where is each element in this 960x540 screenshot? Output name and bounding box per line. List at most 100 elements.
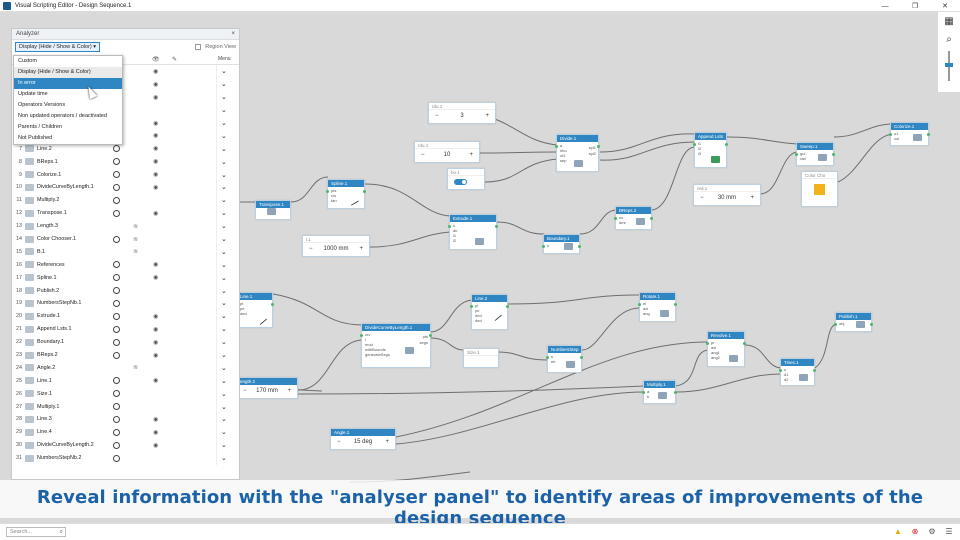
decrement-button[interactable]: − xyxy=(421,152,425,158)
port-label[interactable]: s xyxy=(547,243,549,248)
chevron-down-icon[interactable]: ⌄ xyxy=(221,442,227,450)
input-port[interactable] xyxy=(795,153,798,156)
operator-name[interactable]: Line.1 xyxy=(37,377,52,384)
chevron-down-icon[interactable]: ⌄ xyxy=(221,390,227,398)
node-value[interactable]: 1000 mm xyxy=(323,246,349,252)
minimize-button[interactable]: — xyxy=(881,2,889,10)
operator-name[interactable]: Length.3 xyxy=(37,223,58,230)
visibility-icon[interactable]: ◉ xyxy=(153,184,159,191)
port-label[interactable]: l3 xyxy=(698,151,702,156)
chevron-down-icon[interactable]: ⌄ xyxy=(221,210,227,218)
port-label[interactable]: ang1 xyxy=(711,350,720,355)
port-label[interactable]: obj xyxy=(839,321,845,326)
operator-name[interactable]: B.1 xyxy=(37,248,46,255)
port-label[interactable]: l xyxy=(365,337,366,342)
visibility-icon[interactable]: ◉ xyxy=(153,146,159,153)
operator-name[interactable]: NumbersStepNb.2 xyxy=(37,455,82,462)
output-port[interactable] xyxy=(927,133,930,136)
table-row[interactable]: ◉⌄ xyxy=(12,65,239,78)
operator-name[interactable]: Colorize.1 xyxy=(37,171,62,178)
output-port[interactable] xyxy=(650,217,653,220)
error-icon[interactable]: ⊗ xyxy=(911,527,919,536)
output-port[interactable] xyxy=(813,369,816,372)
dropdown-option[interactable]: Update time xyxy=(18,91,48,97)
port-label[interactable]: pe xyxy=(240,306,245,311)
operator-name[interactable]: Multiply.1 xyxy=(37,403,60,410)
display-mode-select[interactable]: Display (Hide / Show & Color) ▾ xyxy=(15,42,101,52)
port-label[interactable]: ang xyxy=(643,311,650,316)
input-port[interactable] xyxy=(546,356,549,359)
dropdown-option[interactable]: Non updated operators / deactivated xyxy=(18,113,107,119)
port-label[interactable]: nbu xyxy=(560,148,567,153)
operator-name[interactable]: Transpose.1 xyxy=(37,210,67,217)
input-port[interactable] xyxy=(542,245,545,248)
increment-button[interactable]: + xyxy=(385,439,389,445)
input-port[interactable] xyxy=(614,217,617,220)
node-value[interactable]: 3 xyxy=(460,113,464,119)
operator-name[interactable]: DivideCurveByLength.2 xyxy=(37,442,94,449)
output-port[interactable] xyxy=(725,143,728,146)
dropdown-option[interactable]: In error xyxy=(14,78,122,89)
operator-name[interactable]: BReps.2 xyxy=(37,352,58,359)
region-view-checkbox[interactable] xyxy=(195,44,202,50)
input-port[interactable] xyxy=(642,391,645,394)
port-label[interactable]: b xyxy=(647,394,650,399)
output-port[interactable] xyxy=(429,334,432,337)
visibility-icon[interactable]: ◉ xyxy=(153,339,159,346)
table-row[interactable]: ◉⌄ xyxy=(12,90,239,104)
node-value[interactable]: 15 deg xyxy=(353,439,373,445)
port-label[interactable]: l2 xyxy=(453,238,457,243)
output-port[interactable] xyxy=(597,145,600,148)
chevron-down-icon[interactable]: ⌄ xyxy=(221,364,227,372)
input-port[interactable] xyxy=(693,143,696,146)
chevron-down-icon[interactable]: ⌄ xyxy=(221,429,227,437)
output-port[interactable] xyxy=(506,305,509,308)
chevron-down-icon[interactable]: ⌄ xyxy=(221,145,227,153)
node-size[interactable]: Size.1 xyxy=(463,348,499,368)
chevron-down-icon[interactable]: ⌄ xyxy=(221,107,227,115)
chevron-down-icon[interactable]: ⌄ xyxy=(221,223,227,231)
chevron-down-icon[interactable]: ⌄ xyxy=(221,171,227,179)
dropdown-option[interactable]: Not Published xyxy=(18,135,53,141)
port-label[interactable]: tan xyxy=(331,198,337,203)
port-label[interactable]: pt xyxy=(240,301,244,306)
chevron-down-icon[interactable]: ⌄ xyxy=(221,313,227,321)
visibility-icon[interactable]: ◉ xyxy=(153,159,159,166)
chevron-down-icon[interactable]: ⌄ xyxy=(221,81,227,89)
operator-name[interactable]: BReps.1 xyxy=(37,158,58,165)
port-label[interactable]: l2 xyxy=(698,146,702,151)
increment-button[interactable]: + xyxy=(485,113,489,119)
input-port[interactable] xyxy=(360,334,363,337)
color-swatch[interactable] xyxy=(814,184,825,195)
visibility-icon[interactable]: ◉ xyxy=(153,442,159,449)
chevron-down-icon[interactable]: ⌄ xyxy=(221,68,227,76)
chevron-down-icon[interactable]: ⌄ xyxy=(221,248,227,256)
output-port[interactable] xyxy=(832,153,835,156)
node-boolean[interactable]: bo.1 xyxy=(447,168,485,190)
search-input[interactable]: Search... ⌕ xyxy=(6,527,66,537)
dropdown-option[interactable]: Custom xyxy=(18,58,37,64)
operator-name[interactable]: Boundary.1 xyxy=(37,339,65,346)
operator-name[interactable]: Spline.1 xyxy=(37,274,57,281)
port-label[interactable]: pt xyxy=(475,303,479,308)
increment-button[interactable]: + xyxy=(750,195,754,201)
output-port[interactable] xyxy=(870,323,873,326)
